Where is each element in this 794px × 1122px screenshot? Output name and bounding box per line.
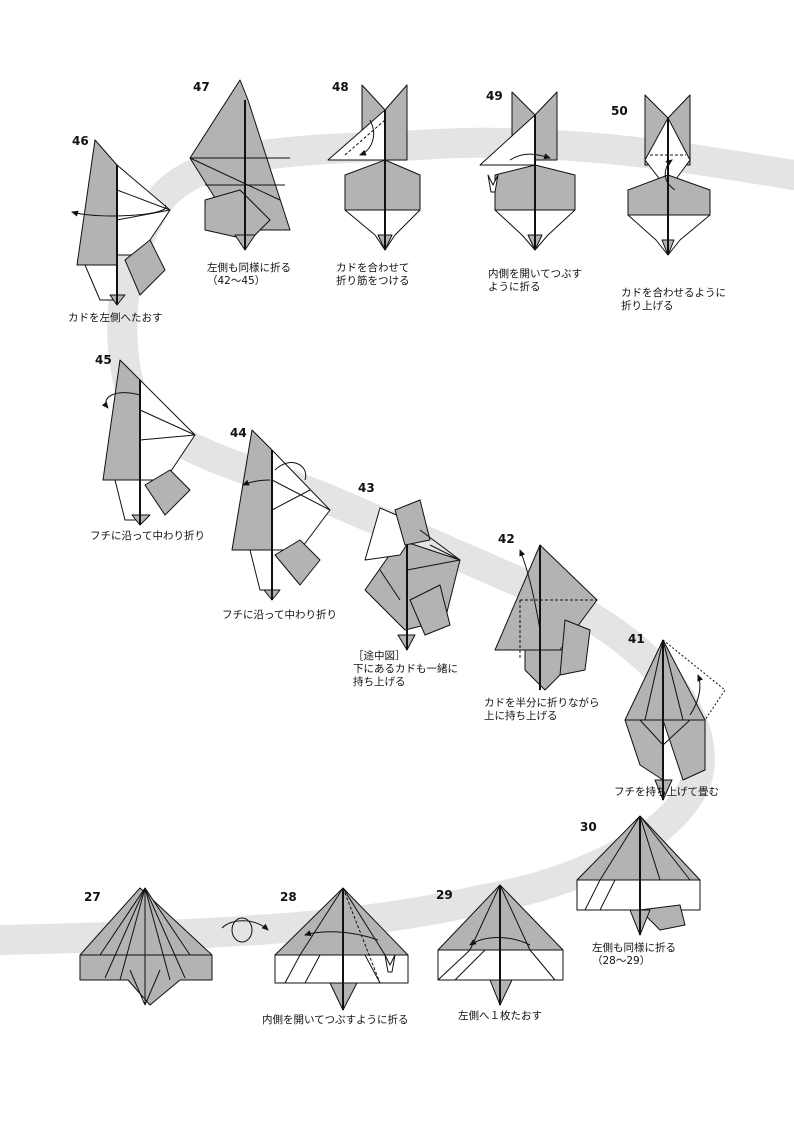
step-41-diagram <box>624 639 726 801</box>
step-number-48: 48 <box>332 80 349 94</box>
step-number-49: 49 <box>486 89 503 103</box>
step-42-diagram <box>494 544 598 691</box>
step-number-50: 50 <box>611 104 628 118</box>
step-caption-50: カドを合わせるように 折り上げる <box>621 287 726 312</box>
step-caption-28: 内側を開いてつぶすように折る <box>262 1014 409 1026</box>
step-44-diagram <box>231 429 331 601</box>
step-caption-46: カドを左側へたおす <box>68 312 163 324</box>
step-caption-49: 内側を開いてつぶす ように折る <box>488 268 582 293</box>
step-caption-41: フチを持ち上げて畳む <box>614 786 719 798</box>
step-caption-48: カドを合わせて 折り筋をつける <box>336 262 410 287</box>
step-49-diagram <box>479 91 576 251</box>
step-caption-45: フチに沿って中わり折り <box>90 530 205 542</box>
step-caption-42: カドを半分に折りながら 上に持ち上げる <box>484 697 600 722</box>
step-number-30: 30 <box>580 820 597 834</box>
step-28-diagram <box>274 887 409 1011</box>
step-caption-30: 左側も同様に折る （28～29） <box>592 942 676 967</box>
turn-over-symbol <box>221 917 269 943</box>
step-number-42: 42 <box>498 532 515 546</box>
step-number-29: 29 <box>436 888 453 902</box>
step-number-46: 46 <box>72 134 89 148</box>
step-number-44: 44 <box>230 426 247 440</box>
step-number-27: 27 <box>84 890 101 904</box>
step-27-diagram <box>79 887 213 1006</box>
step-caption-44: フチに沿って中わり折り <box>222 609 337 621</box>
step-45-diagram <box>101 359 196 526</box>
step-30-diagram <box>576 815 701 936</box>
step-caption-29: 左側へ１枚たおす <box>458 1010 542 1022</box>
step-caption-47: 左側も同様に折る （42～45） <box>207 262 291 287</box>
step-number-41: 41 <box>628 632 645 646</box>
step-number-47: 47 <box>193 80 210 94</box>
step-caption-43: ［途中図］ 下にあるカドも一緒に 持ち上げる <box>353 650 458 688</box>
step-number-28: 28 <box>280 890 297 904</box>
step-43-diagram <box>364 499 461 651</box>
step-46-diagram <box>71 139 171 306</box>
step-48-diagram <box>327 84 421 251</box>
step-number-45: 45 <box>95 353 112 367</box>
step-47-diagram <box>189 79 291 251</box>
step-50-diagram <box>627 94 711 256</box>
step-number-43: 43 <box>358 481 375 495</box>
step-29-diagram <box>437 884 564 1006</box>
